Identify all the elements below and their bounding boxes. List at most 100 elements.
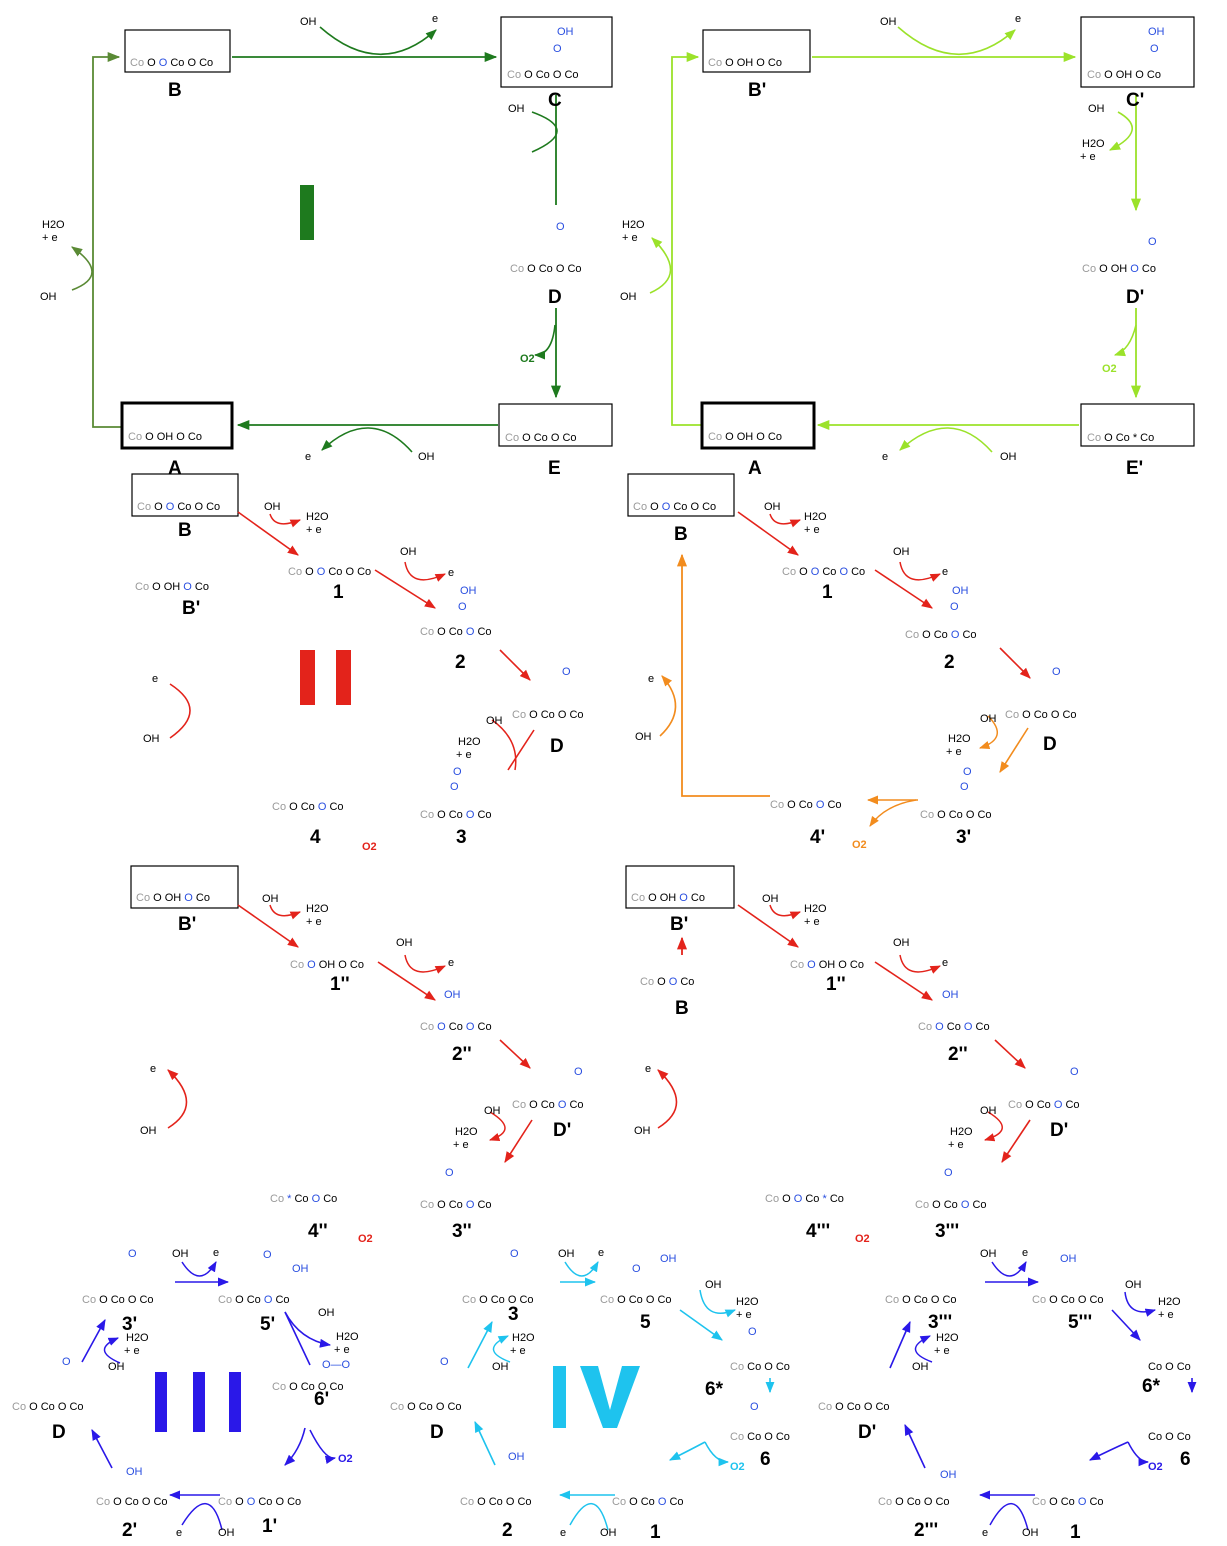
reagent-oh: OH [558,1248,575,1260]
svg-text:O: O [574,1066,583,1078]
reagent-plus-e: + e [1158,1309,1174,1321]
label-1-double-prime: 1'' [826,974,846,995]
svg-text:Co O Co O Co: Co O Co O Co [770,799,842,811]
svg-text:OH: OH [444,989,461,1001]
label-1-prime: 1' [262,1516,277,1537]
reagent-oh: OH [635,731,652,743]
reagent-oh: OH [1022,1527,1039,1539]
svg-text:Co O Co O Co: Co O Co O Co [600,1294,672,1306]
cycle-II-left: Co O O Co O Co B Co O OH O Co B' OH H2O … [131,473,584,853]
reagent-e: e [882,451,888,463]
svg-text:O: O [62,1356,71,1368]
svg-text:O: O [450,781,459,793]
cycle-II-right-middle: Co O OH O Co B' Co O O Co B OH H2O + e C… [625,865,1080,1245]
label-2: 2 [944,652,955,673]
svg-text:OH: OH [942,989,959,1001]
reagent-e: e [648,673,654,685]
label-C-prime: C' [1126,90,1144,111]
label-3-prime: 3' [956,827,971,848]
reagent-o2: O2 [520,353,535,365]
svg-text:Co O Co O Co: Co O Co O Co [82,1294,154,1306]
reagent-o2: O2 [338,1453,353,1465]
svg-text:Co O Co O Co: Co O Co O Co [905,629,977,641]
svg-text:Co O Co O Co: Co O Co O Co [1032,1294,1104,1306]
svg-text:O: O [128,1248,137,1260]
cycle-II-right: Co O O Co O Co B OH H2O + e Co O O Co O … [627,473,1077,851]
label-B-prime: B' [182,598,200,619]
label-5-triple-prime: 5''' [1068,1312,1092,1333]
reagent-oh: OH [912,1361,929,1373]
svg-text:Co O O Co O Co: Co O O Co O Co [633,501,716,513]
label-4-prime: 4' [810,827,825,848]
reagent-h2o: H2O [804,511,827,523]
reagent-e: e [1022,1247,1028,1259]
svg-text:Co O Co O Co: Co O Co O Co [612,1496,684,1508]
label-4-double-prime: 4'' [308,1221,328,1242]
svg-text:O: O [750,1401,759,1413]
reagent-e: e [152,673,158,685]
svg-text:Co Co O Co: Co Co O Co [730,1361,790,1373]
reagent-h2o: H2O [306,511,329,523]
reagent-h2o: H2O [126,1332,149,1344]
reagent-h2o: H2O [1158,1296,1181,1308]
label-2: 2 [455,652,466,673]
label-5-prime: 5' [260,1314,275,1335]
label-2-prime: 2' [122,1520,137,1541]
label-3-double-prime: 3'' [452,1221,472,1242]
label-B: B [178,520,192,541]
label-B: B [168,80,182,101]
reagent-plus-e: + e [334,1344,350,1356]
label-3-triple-prime: 3''' [935,1221,959,1242]
svg-text:Co O Co O Co: Co O Co O Co [1005,709,1077,721]
svg-text:Co O Co O Co: Co O Co O Co [462,1294,534,1306]
svg-text:O: O [1150,43,1159,55]
svg-text:O: O [632,1263,641,1275]
svg-text:O: O [960,781,969,793]
cycle-III: O Co O Co O Co 3' OH e O OH Co O Co O Co… [12,1247,359,1541]
reagent-oh: OH [262,893,279,905]
reagent-h2o: H2O [336,1331,359,1343]
roman-IV-bar [553,1366,566,1428]
reagent-oh: OH [143,733,160,745]
svg-text:Co O Co O Co: Co O Co O Co [512,709,584,721]
label-B-prime: B' [178,914,196,935]
label-3-prime: 3' [122,1314,137,1335]
reagent-o2: O2 [362,841,377,853]
reagent-h2o: H2O [458,736,481,748]
reagent-oh: OH [318,1307,335,1319]
svg-text:Co O Co O Co: Co O Co O Co [507,69,579,81]
label-D-prime: D' [1050,1120,1068,1141]
label-5: 5 [640,1312,651,1333]
reagent-plus-e: + e [306,524,322,536]
svg-text:Co O OH O Co: Co O OH O Co [136,892,210,904]
svg-text:O: O [748,1326,757,1338]
label-1: 1 [333,582,344,603]
reagent-h2o: H2O [948,733,971,745]
svg-text:O: O [453,766,462,778]
reagent-oh: OH [762,893,779,905]
reagent-plus-e: + e [306,916,322,928]
cycle-III-right: Co O Co O Co 3''' OH e OH Co O Co O Co 5… [818,1247,1197,1543]
reagent-e: e [448,957,454,969]
svg-text:O: O [963,766,972,778]
reagent-oh: OH [264,501,281,513]
svg-text:Co O OH O Co: Co O OH O Co [128,431,202,443]
roman-I-bar [300,185,314,240]
cycle-I-prime: Co O OH O Co Co O OH O Co OH O Co O OH O… [620,13,1195,479]
reagent-e: e [982,1527,988,1539]
reagent-o2: O2 [852,839,867,851]
reagent-oh: OH [1125,1279,1142,1291]
svg-text:Co O OH O Co: Co O OH O Co [708,57,782,69]
reagent-oh: OH [418,451,435,463]
reagent-h2o: H2O [622,219,645,231]
label-D-prime: D' [553,1120,571,1141]
reagent-h2o: H2O [42,219,65,231]
label-2-double-prime: 2'' [452,1044,472,1065]
svg-text:Co O Co O Co: Co O Co O Co [510,263,582,275]
svg-text:Co O Co O Co: Co O Co O Co [12,1401,84,1413]
svg-text:Co O Co O Co: Co O Co O Co [915,1199,987,1211]
svg-text:Co O Co: Co O Co [1148,1431,1191,1443]
svg-text:OH: OH [660,1253,677,1265]
reagent-oh: OH [893,937,910,949]
svg-text:Co O OH O Co: Co O OH O Co [1082,263,1156,275]
